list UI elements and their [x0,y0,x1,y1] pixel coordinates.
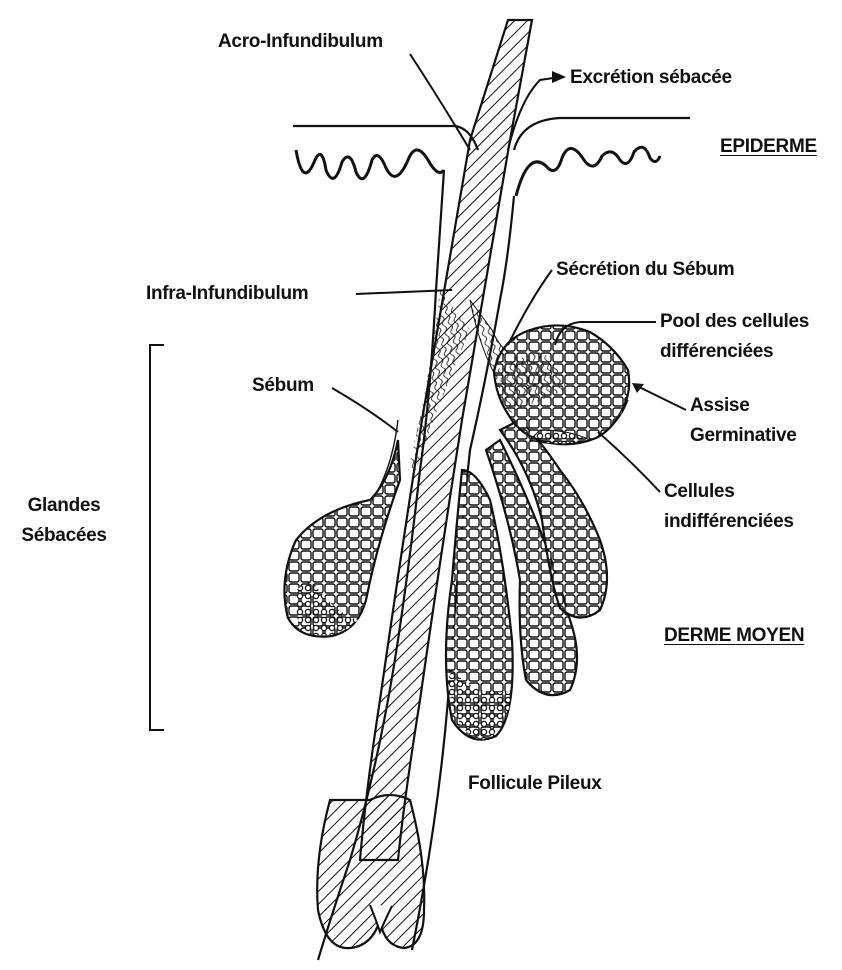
arrowhead-excretion [552,71,566,83]
label-excretion-sebacee: Excrétion sébacée [570,66,732,90]
leader-infra [356,290,452,294]
label-assise-line1: Assise [690,394,749,418]
hair-bulb [317,795,424,948]
label-pool-line2: différenciées [660,340,773,364]
label-secretion-sebum: Sécrétion du Sébum [556,258,734,282]
epidermis-ridges-right [516,147,660,196]
label-derme-moyen: DERME MOYEN [664,624,804,648]
leader-assise [635,385,686,410]
leader-acro [410,54,470,150]
label-assise-line2: Germinative [690,424,797,448]
label-sebum: Sébum [252,374,314,398]
label-epiderme: EPIDERME [720,135,817,159]
label-acro-infundibulum: Acro-Infundibulum [218,30,383,54]
label-cellules-line1: Cellules [664,480,734,504]
label-glandes-line1: Glandes [4,494,124,518]
label-infra-infundibulum: Infra-Infundibulum [146,282,308,306]
epidermis-ridges-left [296,150,444,179]
label-follicule-pileux: Follicule Pileux [468,772,602,796]
label-glandes-line2: Sébacées [4,524,124,548]
leader-sebum [332,388,398,432]
glandes-bracket [150,345,164,730]
label-pool-line1: Pool des cellules [660,310,809,334]
label-cellules-line2: indifférenciées [664,510,794,534]
leader-cellules [598,432,660,492]
